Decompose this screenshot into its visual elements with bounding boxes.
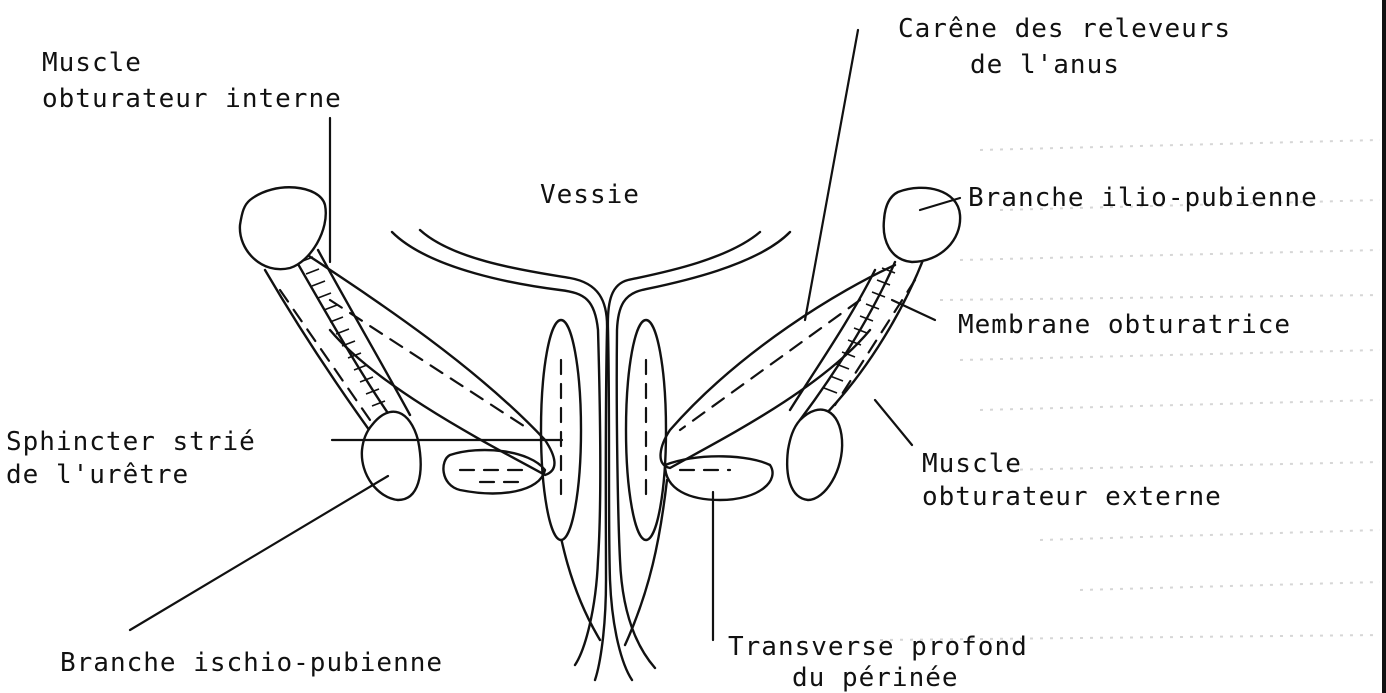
label-carene-2: de l'anus — [970, 50, 1120, 80]
label-muscle-obturateur-externe-1: Muscle — [922, 449, 1022, 479]
label-carene-1: Carêne des releveurs — [898, 14, 1231, 44]
branche-ischio-pubienne-droite — [787, 410, 842, 500]
label-transverse-2: du périnée — [792, 663, 959, 693]
sphincter-strie — [541, 320, 666, 540]
label-sphincter-2: de l'urêtre — [6, 460, 189, 490]
label-branche-ilio-pubienne: Branche ilio-pubienne — [968, 183, 1318, 213]
obturateur-droit — [790, 255, 925, 420]
label-muscle-obturateur-interne-1: Muscle — [42, 48, 142, 78]
label-branche-ischio-pubienne: Branche ischio-pubienne — [60, 648, 443, 678]
page-border — [1382, 0, 1386, 693]
leader-lines — [130, 30, 960, 640]
transverse-profond-gauche — [443, 450, 545, 493]
label-vessie: Vessie — [540, 180, 640, 210]
label-sphincter-1: Sphincter strié — [6, 427, 256, 457]
label-muscle-obturateur-interne-2: obturateur interne — [42, 84, 342, 114]
label-membrane-obturatrice: Membrane obturatrice — [958, 310, 1291, 340]
label-transverse-1: Transverse profond — [728, 632, 1028, 662]
label-muscle-obturateur-externe-2: obturateur externe — [922, 482, 1222, 512]
branche-ilio-pubienne-droite — [884, 188, 960, 262]
